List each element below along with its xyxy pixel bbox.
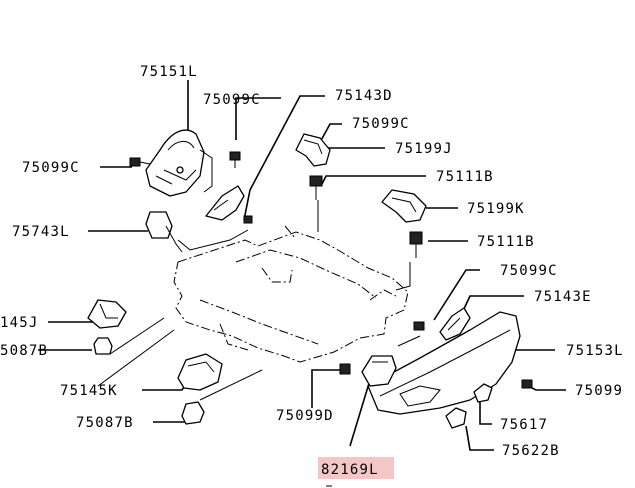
label-75099d: 75099D bbox=[276, 408, 334, 424]
part-75199k-cover bbox=[381, 189, 427, 223]
bolt-75099c-c bbox=[129, 157, 151, 167]
part-75743l-clip bbox=[145, 211, 183, 253]
label-75143e: 75143E bbox=[534, 289, 592, 305]
part-75143e-bracket bbox=[439, 307, 471, 341]
label-75143d: 75143D bbox=[335, 88, 393, 104]
part-75617-knob bbox=[473, 383, 493, 403]
label-75099c-c: 75099C bbox=[22, 160, 80, 176]
label-75743l: 75743L bbox=[12, 224, 70, 240]
seat-frame-outline bbox=[173, 225, 409, 363]
label-75111b-a: 75111B bbox=[436, 169, 494, 185]
bolt-75099 bbox=[521, 379, 533, 389]
part-145j-cover bbox=[87, 299, 127, 329]
part-75143d-bracket bbox=[205, 185, 253, 224]
label-75087b: 75087B bbox=[76, 415, 134, 431]
bolt-75111b-a bbox=[309, 175, 323, 200]
label-75099c-b: 75099C bbox=[352, 116, 410, 132]
part-5087b-cap bbox=[93, 337, 113, 355]
part-75199j-cover bbox=[295, 133, 331, 167]
label-82169l[interactable]: 82169L bbox=[321, 462, 379, 478]
label-75099: 75099 bbox=[575, 383, 623, 399]
label-75199j: 75199J bbox=[395, 141, 453, 157]
part-75622b-knob bbox=[445, 407, 467, 429]
label-75145k: 75145K bbox=[60, 383, 118, 399]
label-75151l: 75151L bbox=[140, 64, 198, 80]
label-75153l: 75153L bbox=[566, 343, 624, 359]
label-145j: 145J bbox=[0, 315, 39, 331]
label-75199k: 75199K bbox=[467, 201, 525, 217]
bolt-75099c-d bbox=[413, 321, 425, 331]
part-75151l-recliner-bracket bbox=[145, 129, 213, 197]
highlight-82169l bbox=[318, 457, 394, 479]
part-75087b-cap bbox=[181, 401, 205, 425]
label-75099c-a: 75099C bbox=[203, 92, 261, 108]
label-75622b: 75622B bbox=[502, 443, 560, 459]
bolt-75099c-a bbox=[229, 151, 241, 168]
label-75617: 75617 bbox=[500, 417, 548, 433]
part-75145k-cover bbox=[177, 353, 223, 391]
part-82169l-switch bbox=[361, 355, 397, 387]
part-labels: 75151L 75099C 75143D 75099C 75199J 75099… bbox=[0, 64, 624, 478]
bolt-75111b-b bbox=[409, 231, 423, 258]
label-75111b-b: 75111B bbox=[477, 234, 535, 250]
bolt-75099d bbox=[339, 363, 351, 375]
label-5087b: 5087B bbox=[0, 343, 48, 359]
label-75099c-d: 75099C bbox=[500, 263, 558, 279]
